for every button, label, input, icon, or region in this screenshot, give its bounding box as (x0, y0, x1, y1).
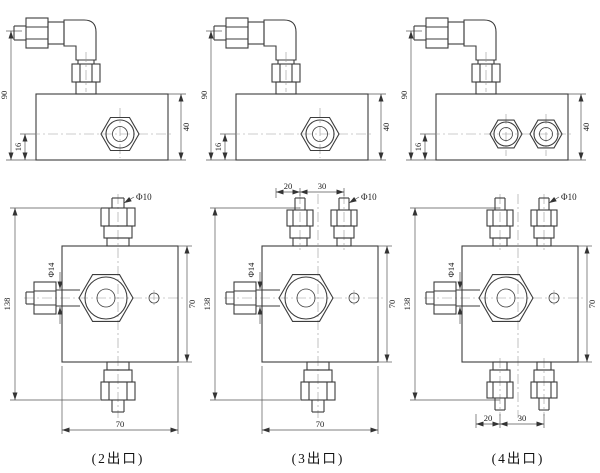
front-view (402, 194, 597, 418)
spacing-dims-bottom (476, 413, 544, 428)
caption-4-outlet: (4出口) (492, 451, 545, 466)
bottom-fittings (486, 357, 558, 417)
ports-double (489, 113, 563, 157)
variant-4-outlet: (4出口) (399, 18, 597, 466)
top-view (199, 18, 391, 160)
phi10-dim (349, 192, 377, 203)
phi10-dim (549, 192, 577, 203)
port-single (300, 107, 340, 159)
port-single (100, 107, 140, 159)
variant-3-outlet: (3出口) (199, 18, 397, 466)
caption-3-outlet: (3出口) (292, 451, 345, 466)
front-view (202, 194, 397, 418)
top-fittings (486, 193, 558, 251)
spacing-dims (276, 181, 344, 198)
front-view (2, 194, 197, 418)
caption-2-outlet: (2出口) (92, 451, 145, 466)
top-view (0, 18, 191, 160)
phi10-dim (124, 192, 152, 203)
top-fittings (286, 193, 358, 251)
variant-2-outlet: (2出口) (0, 18, 197, 466)
